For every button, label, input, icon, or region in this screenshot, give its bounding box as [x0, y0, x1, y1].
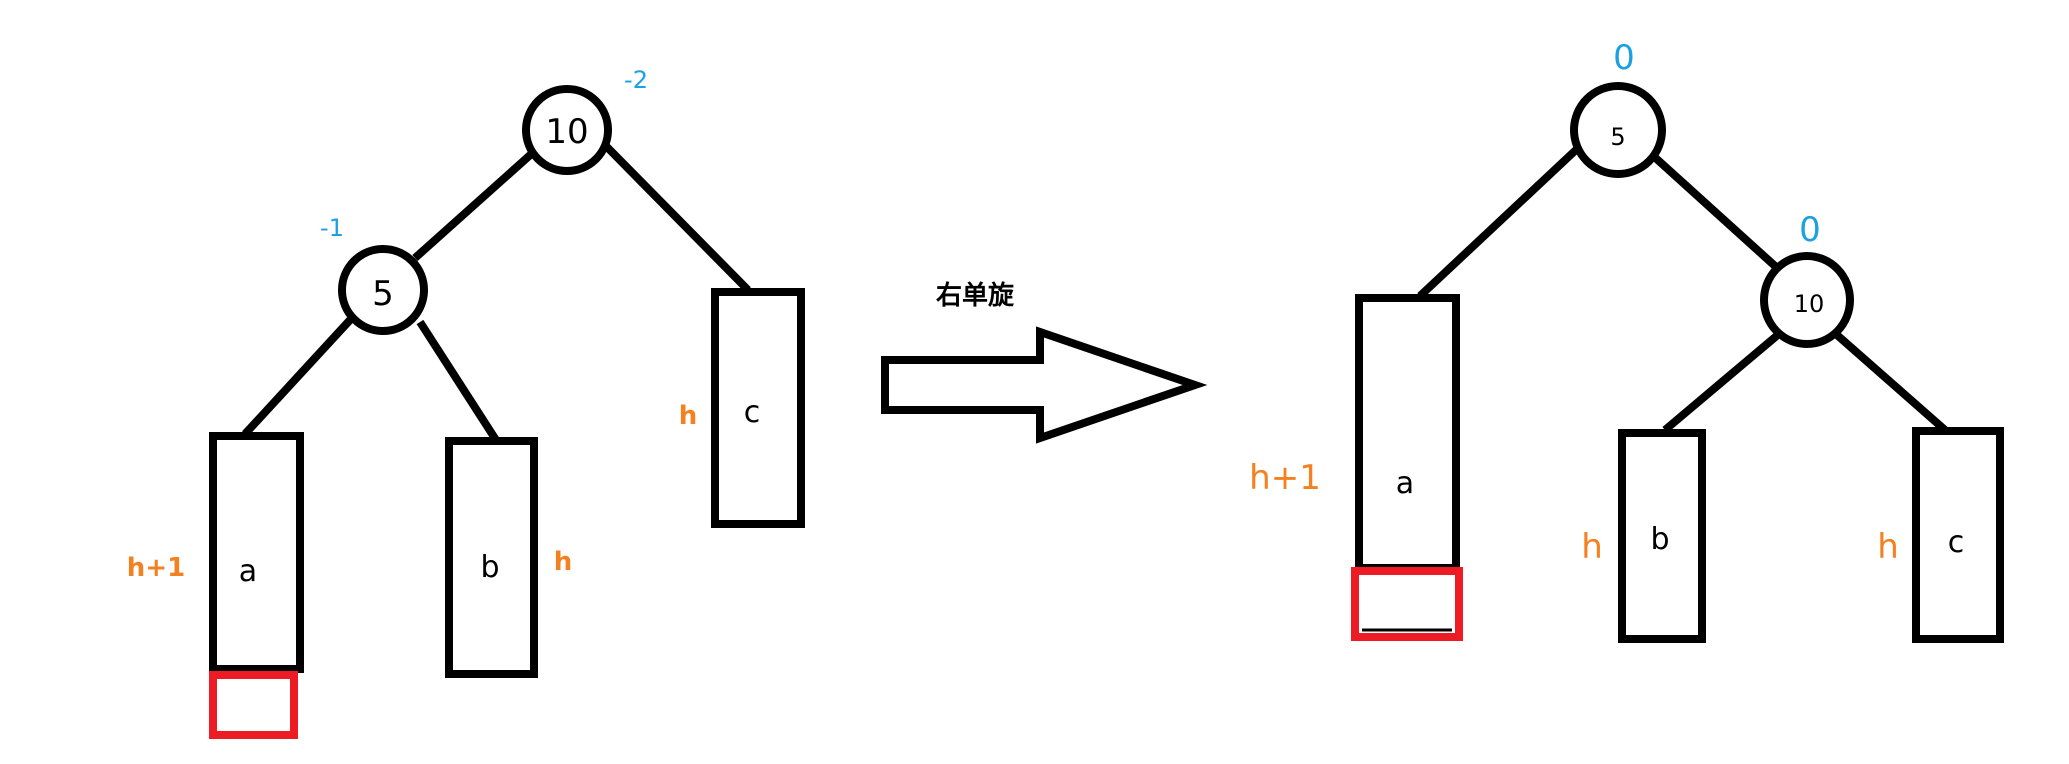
node-value: 10 — [545, 112, 589, 152]
subtree-label: a — [238, 554, 258, 589]
node-5-after — [1570, 82, 1666, 178]
edge-10-to-c — [603, 143, 751, 293]
edge-5-to-a — [242, 317, 353, 437]
node-value: 10 — [1793, 290, 1825, 318]
edge-10-to-c — [1834, 331, 1948, 434]
height-label: h — [1877, 527, 1899, 567]
height-label: h+1 — [1249, 458, 1321, 498]
edge-5-to-a — [1417, 145, 1581, 299]
subtree-b-after — [1618, 429, 1706, 643]
node-value: 5 — [372, 274, 394, 314]
inserted-node-marker-after — [1351, 567, 1463, 641]
subtree-label: a — [1395, 466, 1415, 501]
subtree-c-before — [711, 288, 805, 528]
balance-factor: 0 — [1613, 38, 1635, 78]
edge-10-to-b — [1662, 329, 1783, 434]
node-10-before — [522, 85, 612, 175]
height-label: h+1 — [126, 553, 186, 583]
edge-5-to-10 — [1647, 150, 1778, 269]
height-label: h — [678, 401, 698, 431]
subtree-c-after — [1912, 427, 2004, 643]
height-label: h — [553, 547, 573, 577]
balance-factor: 0 — [1799, 210, 1821, 250]
node-10-after — [1760, 252, 1854, 348]
subtree-a-after — [1355, 294, 1460, 572]
rotation-label: 右单旋 — [935, 281, 1015, 311]
subtree-label: b — [480, 550, 500, 585]
subtree-a-before — [209, 432, 304, 673]
edge-10-to-5 — [412, 145, 541, 261]
edge-5-to-b — [416, 319, 500, 443]
balance-factor: -2 — [624, 66, 648, 94]
subtree-label: b — [1650, 522, 1670, 557]
subtree-b-before — [445, 437, 538, 678]
inserted-node-marker-before — [209, 671, 298, 739]
subtree-label: c — [1947, 525, 1965, 560]
node-5-before — [338, 245, 428, 335]
right-arrow-icon — [881, 326, 1208, 444]
node-value: 5 — [1610, 123, 1626, 151]
height-label: h — [1581, 527, 1603, 567]
subtree-label: c — [743, 395, 761, 430]
balance-factor: -1 — [320, 214, 344, 242]
